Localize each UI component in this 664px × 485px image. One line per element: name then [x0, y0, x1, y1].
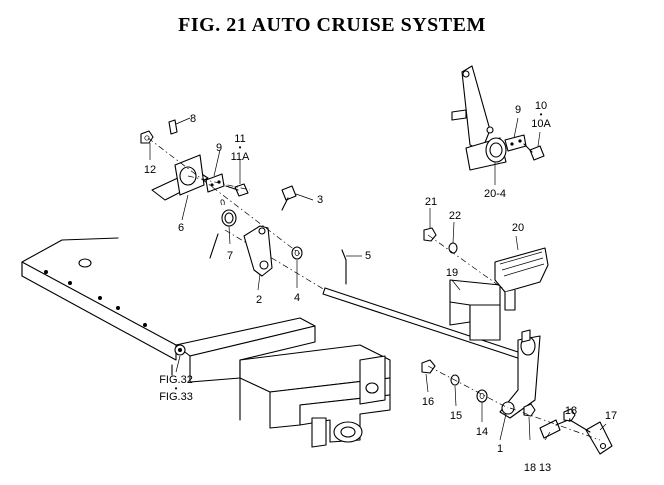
callout-9-right: 9	[514, 104, 522, 116]
pedal-bracket-19	[449, 279, 501, 341]
nut-18-bottom	[523, 403, 536, 417]
washer-4	[291, 246, 303, 260]
callout-12: 12	[143, 164, 157, 176]
callout-11-dot: •	[238, 143, 242, 152]
callout-8: 8	[189, 113, 197, 125]
callout-4: 4	[293, 292, 301, 304]
callout-21: 21	[424, 196, 438, 208]
pin-8	[168, 119, 178, 135]
arm-2	[243, 225, 273, 277]
plate-9-left	[205, 173, 225, 193]
plate-9-right	[504, 134, 527, 152]
turnbuckle-13	[539, 419, 569, 439]
callout-20: 20	[511, 222, 525, 234]
callout-18-bottom: 18	[523, 462, 537, 474]
callout-11: 11	[234, 133, 246, 145]
callout-fig-dot: •	[174, 384, 178, 393]
nut-18-right	[563, 408, 576, 422]
callout-17: 17	[604, 410, 618, 422]
pedal-20	[494, 247, 549, 311]
callout-13: 13	[538, 462, 552, 474]
arm-20-4	[451, 65, 507, 171]
pin-5	[341, 249, 347, 285]
washer-22	[448, 242, 458, 254]
callout-18-right: 18	[564, 405, 578, 417]
callout-6: 6	[177, 222, 185, 234]
callout-10: 10	[534, 100, 548, 112]
callout-9-left: 9	[215, 142, 223, 154]
callout-1: 1	[496, 443, 504, 455]
bolt-11	[225, 183, 249, 197]
callout-16: 16	[421, 396, 435, 408]
leader-lines	[149, 117, 607, 441]
washer-14	[476, 389, 488, 403]
callout-10-dot: •	[539, 110, 543, 119]
callout-22: 22	[448, 210, 462, 222]
callout-fig32: FIG.32	[159, 374, 193, 386]
callout-3: 3	[316, 194, 324, 206]
callout-5: 5	[364, 250, 372, 262]
callout-11a: 11A	[230, 151, 250, 163]
rod-end-17	[569, 419, 613, 455]
nut-12	[140, 130, 154, 144]
lever-arm-1	[499, 329, 541, 419]
callout-7: 7	[226, 250, 234, 262]
bolt-3	[281, 185, 297, 211]
nut-21	[423, 227, 437, 242]
frame-assembly	[21, 237, 391, 448]
callout-15: 15	[449, 410, 463, 422]
callout-19: 19	[445, 267, 459, 279]
callout-2: 2	[255, 294, 263, 306]
figure-title: FIG. 21 AUTO CRUISE SYSTEM	[178, 14, 486, 36]
callout-10a: 10A	[531, 118, 551, 130]
bolt-10-right	[523, 143, 545, 161]
callout-14: 14	[475, 426, 489, 438]
callout-fig33: FIG.33	[159, 391, 193, 403]
callout-20-4: 20-4	[483, 188, 507, 200]
spring-7	[209, 199, 237, 259]
bracket-6	[151, 154, 209, 201]
